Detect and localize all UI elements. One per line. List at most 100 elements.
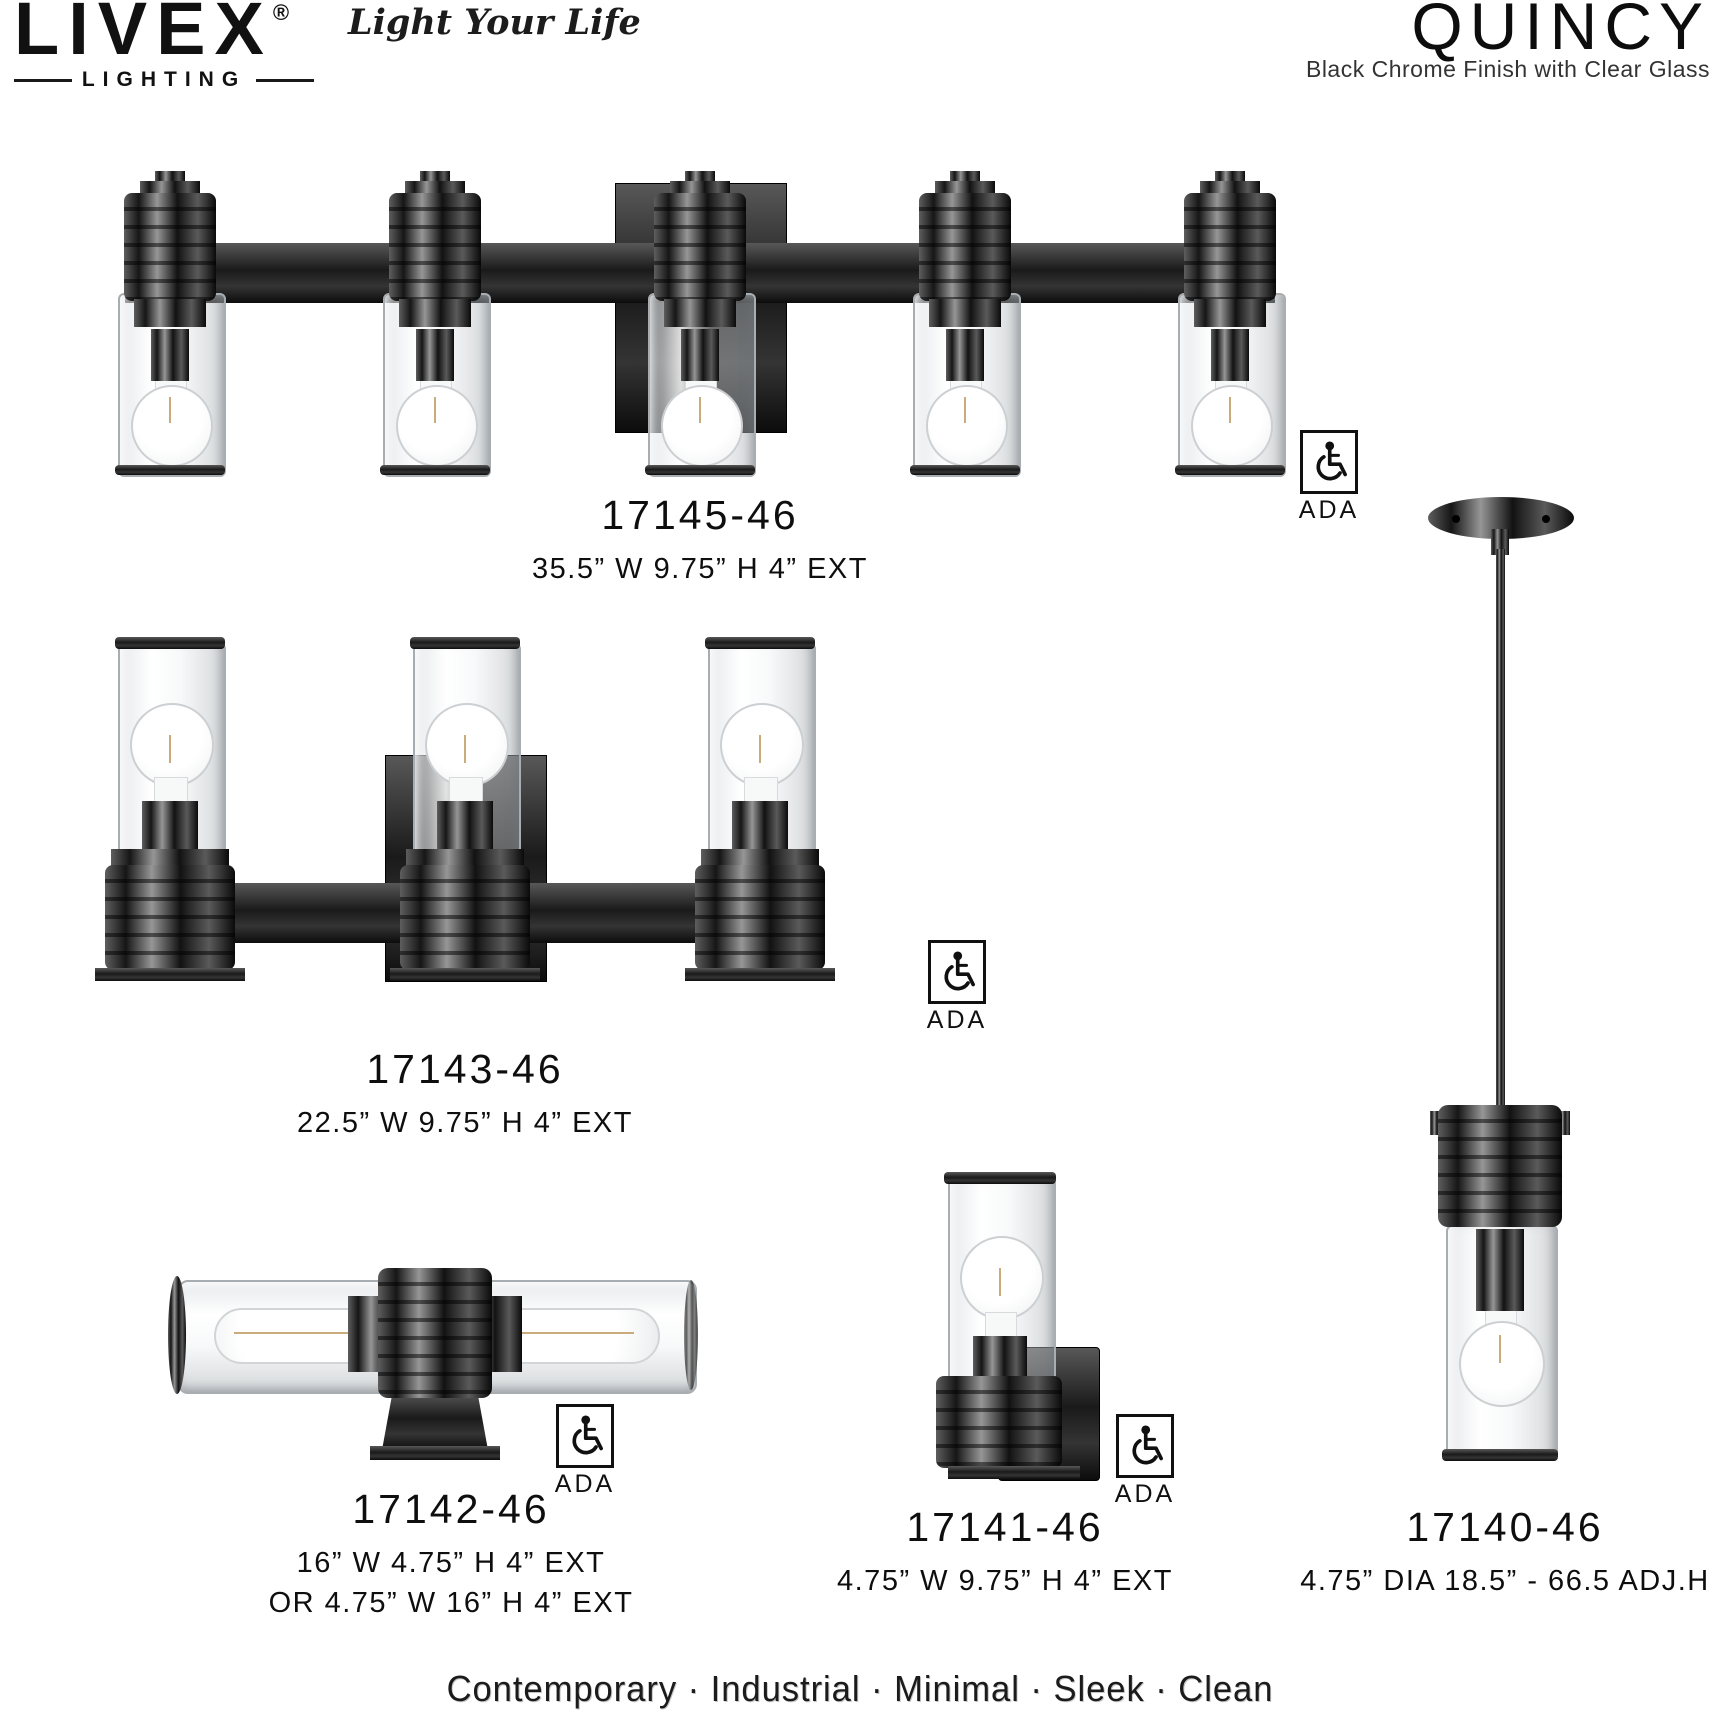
socket-collar [134, 299, 206, 327]
socket-stem [681, 329, 719, 381]
product-sku: 17140-46 [1406, 1504, 1604, 1550]
filament [1229, 397, 1231, 423]
light-unit [95, 635, 245, 995]
collection-title: QUINCY [1411, 0, 1710, 63]
stem-hub [1491, 529, 1509, 555]
finial-collar [935, 181, 995, 194]
socket-stem [1211, 329, 1249, 381]
style-tagline: Contemporary · Industrial · Minimal · Sl… [446, 1668, 1274, 1709]
brand-logo: LIVEX® LIGHTING [14, 0, 324, 92]
socket-housing [1184, 193, 1276, 301]
ada-badge: ADA [926, 940, 988, 1035]
housing-foot [390, 968, 540, 981]
filament [1499, 1335, 1501, 1363]
glass-top-rim [944, 1172, 1056, 1184]
glass-bottom-rim [1175, 465, 1285, 475]
glass-bottom-rim [1442, 1449, 1558, 1461]
light-bulb [661, 385, 743, 467]
center-drum [378, 1268, 492, 1398]
filament [234, 1332, 364, 1334]
ada-wheelchair-icon [1300, 430, 1358, 494]
light-unit [645, 165, 756, 477]
filament [464, 735, 466, 763]
ada-label: ADA [926, 1006, 988, 1034]
ada-label: ADA [1298, 496, 1360, 524]
ada-label: ADA [554, 1470, 616, 1498]
ada-wheelchair-icon [1116, 1414, 1174, 1478]
filament [964, 397, 966, 423]
registered-mark-icon: ® [272, 0, 290, 25]
socket-collar [664, 299, 736, 327]
pedestal-base [382, 1392, 488, 1450]
finial [1215, 171, 1245, 183]
light-bulb [396, 385, 478, 467]
ada-badge: ADA [1298, 430, 1360, 525]
socket-housing [400, 865, 530, 970]
product-label-17142: 17142-46 16” W 4.75” H 4” EXT OR 4.75” W… [196, 1486, 706, 1623]
light-unit [390, 635, 540, 995]
socket-housing [695, 865, 825, 970]
product-label-17143: 17143-46 22.5” W 9.75” H 4” EXT [260, 1046, 670, 1143]
brand-name: LIVEX® [14, 0, 324, 66]
brand-slogan: Light Your Life [348, 2, 641, 43]
housing-foot [685, 968, 835, 981]
logo-rule-left [14, 78, 72, 82]
socket-collar [406, 849, 524, 869]
light-bulb [130, 703, 214, 787]
filament [699, 397, 701, 423]
product-dimensions: 16” W 4.75” H 4” EXT [296, 1547, 606, 1579]
product-label-17141: 17141-46 4.75” W 9.75” H 4” EXT [805, 1504, 1205, 1601]
product-label-17145: 17145-46 35.5” W 9.75” H 4” EXT [500, 492, 900, 589]
filament [999, 1268, 1001, 1296]
filament [169, 735, 171, 763]
product-image-17141-wall-sconce [920, 1172, 1130, 1484]
product-image-17145-five-light-vanity [115, 165, 1286, 477]
socket-housing [124, 193, 216, 301]
product-image-17140-mini-pendant [1390, 497, 1610, 1472]
filament [504, 1332, 634, 1334]
glass-top-rim [115, 637, 225, 649]
ada-badge: ADA [554, 1404, 616, 1499]
brand-subtitle: LIGHTING [81, 68, 247, 91]
ada-badge: ADA [1114, 1414, 1176, 1509]
finial-collar [1200, 181, 1260, 194]
finish-description: Black Chrome Finish with Clear Glass [1305, 56, 1710, 82]
finial [420, 171, 450, 183]
socket-stem [946, 329, 984, 381]
socket-collar [701, 849, 819, 869]
light-unit [115, 165, 226, 477]
finial-collar [670, 181, 730, 194]
glass-bottom-rim [115, 465, 225, 475]
canopy-screw [1452, 515, 1460, 523]
finial-collar [140, 181, 200, 194]
light-bulb [926, 385, 1008, 467]
socket-housing [105, 865, 235, 970]
brand-subtitle-row: LIGHTING [14, 68, 315, 92]
product-image-17143-three-light-vanity [95, 635, 835, 995]
canopy-screw [1542, 515, 1550, 523]
glass-top-rim [410, 637, 520, 649]
light-bulb [960, 1236, 1044, 1320]
product-label-17140: 17140-46 4.75” DIA 18.5” - 66.5 ADJ.H [1295, 1504, 1715, 1601]
light-bulb [1191, 385, 1273, 467]
light-unit [910, 165, 1021, 477]
light-bulb [720, 703, 804, 787]
product-sku: 17145-46 [601, 492, 799, 538]
light-bulb [425, 703, 509, 787]
socket-collar [111, 849, 229, 869]
finial [685, 171, 715, 183]
ada-wheelchair-icon [928, 940, 986, 1004]
light-unit [685, 635, 835, 995]
logo-rule-right [256, 78, 315, 82]
socket-collar [1194, 299, 1266, 327]
pendant-rod [1496, 549, 1505, 1121]
product-dimensions: 4.75” W 9.75” H 4” EXT [837, 1565, 1173, 1597]
base-foot [370, 1446, 500, 1460]
glass-bottom-rim [380, 465, 490, 475]
glass-end-rim-right [684, 1280, 698, 1390]
light-unit [1175, 165, 1286, 477]
socket-stem [416, 329, 454, 381]
product-dimensions: 4.75” DIA 18.5” - 66.5 ADJ.H [1300, 1565, 1710, 1597]
product-sku: 17141-46 [906, 1504, 1104, 1550]
glass-bottom-rim [910, 465, 1020, 475]
